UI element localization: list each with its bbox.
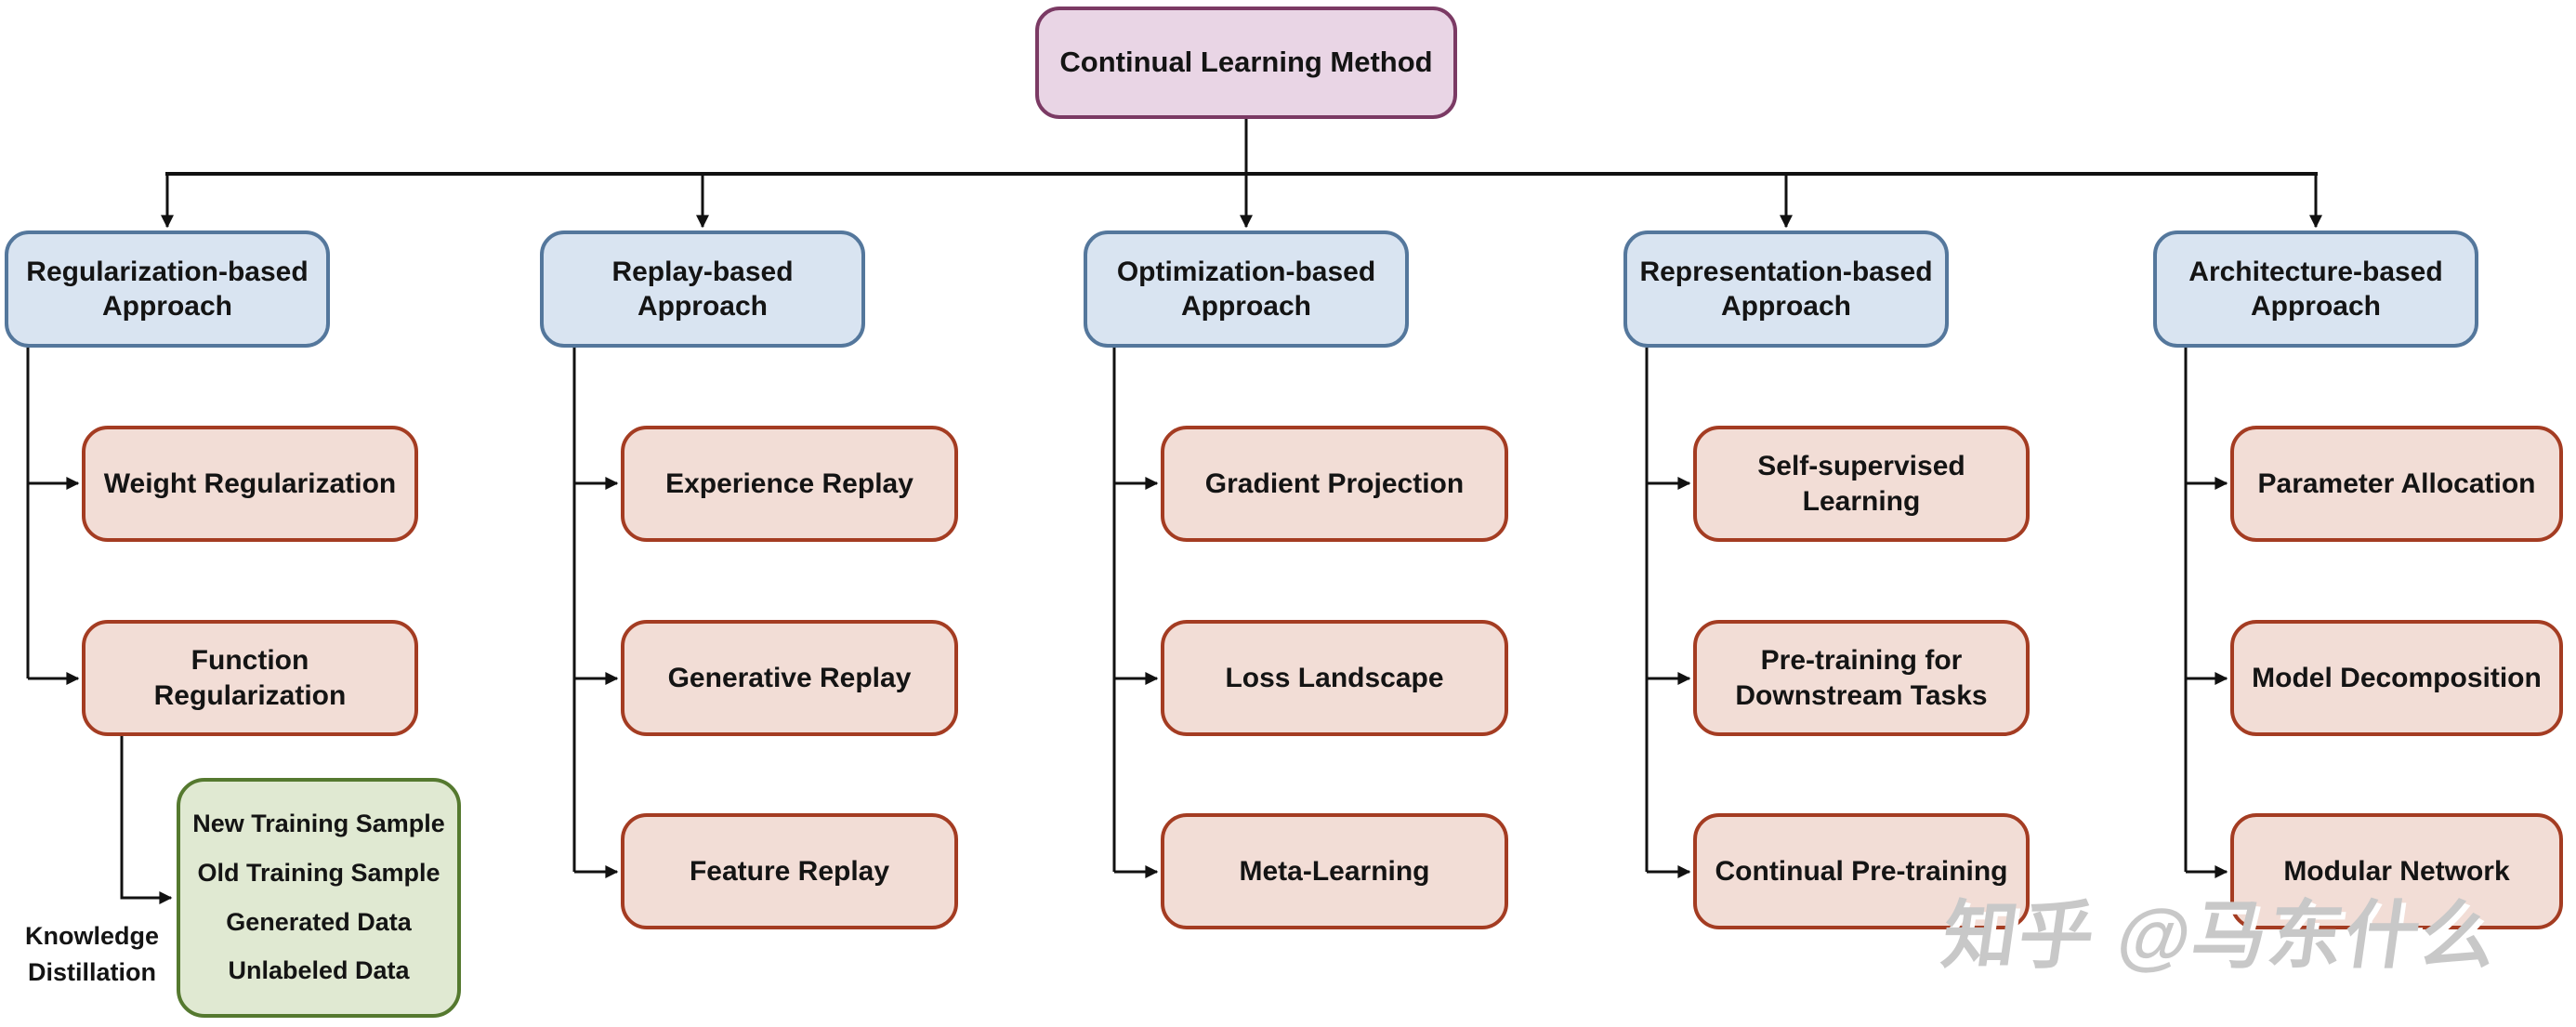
leaf-label: Parameter Allocation	[2257, 467, 2536, 499]
note-item-new-training-sample: New Training Sample	[192, 810, 445, 837]
leaf-label: Feature Replay	[689, 855, 890, 887]
branch-node-optimization: Optimization-based Approach	[1084, 230, 1409, 348]
note-item-old-training-sample: Old Training Sample	[197, 858, 440, 887]
arrow-knowledge-distillation	[120, 736, 173, 904]
leaf-label: Meta-Learning	[1239, 855, 1430, 887]
branch-node-representation: Representation-based Approach	[1623, 230, 1949, 348]
leaf-label: Generative Replay	[667, 662, 912, 693]
leaf-label: Loss Landscape	[1225, 662, 1444, 693]
data-types-note-box: New Training Sample Old Training Sample …	[177, 778, 461, 1018]
zhihu-watermark: 知乎 @马东什么	[1937, 894, 2504, 977]
branch-label: Representation-based Approach	[1639, 256, 1933, 323]
leaf-gradient-projection: Gradient Projection	[1161, 426, 1508, 542]
leaf-label: Continual Pre-training	[1715, 855, 2008, 887]
leaf-modular-network: Modular Network	[2230, 813, 2563, 929]
leaf-pretraining-downstream-tasks: Pre-training for Downstream Tasks	[1693, 620, 2030, 736]
branch-label: Regularization-based Approach	[26, 256, 309, 323]
leaf-parameter-allocation: Parameter Allocation	[2230, 426, 2563, 542]
leaf-label: Gradient Projection	[1204, 467, 1465, 499]
leaf-self-supervised-learning: Self-supervised Learning	[1693, 426, 2030, 542]
branch-label: Optimization-based Approach	[1116, 256, 1376, 323]
knowledge-distillation-edge-label: Knowledge Distillation	[24, 922, 159, 987]
note-item-unlabeled-data: Unlabeled Data	[228, 956, 410, 985]
leaf-function-regularization: Function Regularization	[82, 620, 418, 736]
leaf-model-decomposition: Model Decomposition	[2230, 620, 2563, 736]
leaf-loss-landscape: Loss Landscape	[1161, 620, 1508, 736]
leaf-label: Pre-training for Downstream Tasks	[1735, 645, 1988, 711]
root-node-label: Continual Learning Method	[1059, 46, 1433, 79]
leaf-weight-regularization: Weight Regularization	[82, 426, 418, 542]
leaf-label: Self-supervised Learning	[1757, 451, 1965, 517]
leaf-continual-pretraining: Continual Pre-training	[1693, 813, 2030, 929]
leaf-label: Model Decomposition	[2252, 662, 2542, 693]
branch-node-architecture: Architecture-based Approach	[2153, 230, 2478, 348]
leaf-experience-replay: Experience Replay	[621, 426, 958, 542]
leaf-label: Weight Regularization	[103, 467, 397, 499]
leaf-label: Function Regularization	[153, 645, 347, 711]
leaf-feature-replay: Feature Replay	[621, 813, 958, 929]
root-node: Continual Learning Method	[1035, 7, 1457, 119]
leaf-label: Experience Replay	[665, 467, 913, 499]
note-item-generated-data: Generated Data	[226, 907, 412, 936]
leaf-meta-learning: Meta-Learning	[1161, 813, 1508, 929]
branch-node-regularization: Regularization-based Approach	[5, 230, 330, 348]
leaf-generative-replay: Generative Replay	[621, 620, 958, 736]
branch-label: Architecture-based Approach	[2188, 256, 2443, 323]
leaf-label: Modular Network	[2283, 855, 2510, 887]
branch-node-replay: Replay-based Approach	[540, 230, 865, 348]
branch-label: Replay-based Approach	[611, 256, 794, 323]
